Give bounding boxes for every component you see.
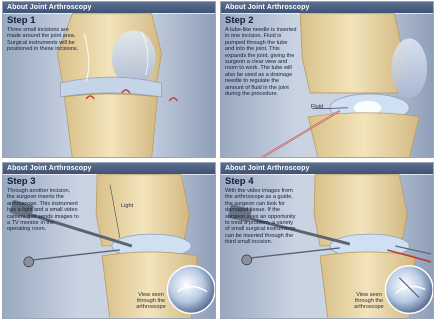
step-description: A tube-like needle is inserted in one in… (225, 27, 297, 97)
inset-caption: View seen through the arthroscope (347, 292, 391, 310)
step-title: Step 2 (225, 15, 297, 26)
panel-header: About Joint Arthroscopy (221, 2, 433, 13)
step-4-panel: About Joint Arthroscopy Step 4 With the … (220, 162, 434, 319)
step-description: Three small incisions are made around th… (7, 27, 79, 53)
step-1-text: Step 1 Three small incisions are made ar… (7, 15, 79, 53)
step-2-panel: About Joint Arthroscopy Step 2 A tube-li… (220, 1, 434, 158)
panel-header: About Joint Arthroscopy (3, 2, 215, 13)
panel-header: About Joint Arthroscopy (221, 163, 433, 174)
step-description: With the video images from the arthrosco… (225, 188, 297, 246)
step-title: Step 4 (225, 176, 297, 187)
step-title: Step 3 (7, 176, 79, 187)
step-4-text: Step 4 With the video images from the ar… (225, 176, 297, 246)
light-label: Light (121, 203, 133, 209)
step-3-panel: About Joint Arthroscopy Step 3 Through a… (2, 162, 216, 319)
fluid-label: Fluid (311, 104, 323, 110)
step-1-panel: About Joint Arthroscopy Step 1 Three sma… (2, 1, 216, 158)
step-title: Step 1 (7, 15, 79, 26)
inset-caption: View seen through the arthroscope (129, 292, 173, 310)
panel-header: About Joint Arthroscopy (3, 163, 215, 174)
step-3-text: Step 3 Through another incision, the sur… (7, 176, 79, 233)
step-2-text: Step 2 A tube-like needle is inserted in… (225, 15, 297, 97)
step-description: Through another incision, the surgeon in… (7, 188, 79, 233)
